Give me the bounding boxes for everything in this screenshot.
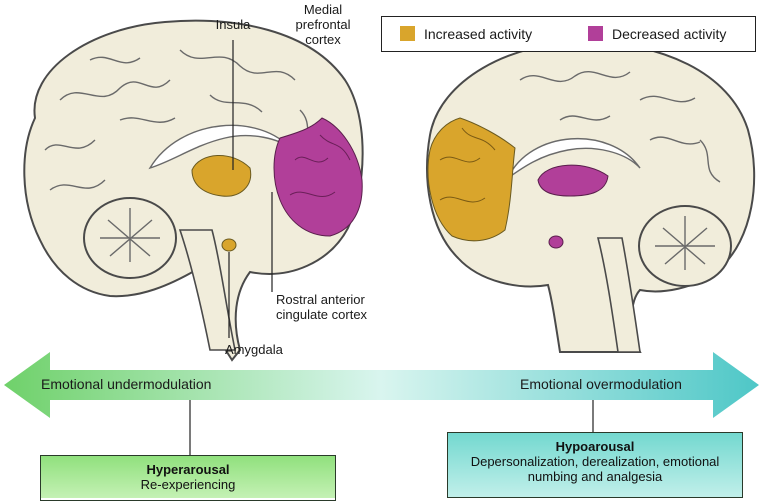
label-mpfc-line1: Medial [278,2,368,17]
label-mpfc-line2: prefrontal [278,17,368,32]
label-racc-line2: cingulate cortex [276,307,416,322]
right-cerebellum [639,206,731,286]
hyperarousal-title: Hyperarousal [41,462,335,477]
label-amygdala: Amygdala [225,342,283,357]
right-insula-region [538,165,608,196]
right-brain [427,42,754,352]
label-racc-line1: Rostral anterior [276,292,416,307]
legend-increased-swatch [400,26,415,41]
label-mpfc: Medial prefrontal cortex [278,2,368,47]
legend-decreased-label: Decreased activity [612,26,726,42]
left-amygdala-region [222,239,236,251]
hypoarousal-text: Depersonalization, derealization, emotio… [448,454,742,484]
hyperarousal-text: Re-experiencing [41,477,335,492]
hypoarousal-title: Hypoarousal [448,439,742,454]
hypoarousal-box: Hypoarousal Depersonalization, derealiza… [447,432,743,498]
legend-increased-label: Increased activity [424,26,532,42]
label-mpfc-line3: cortex [278,32,368,47]
legend-decreased-swatch [588,26,603,41]
legend: Increased activity Decreased activity [381,16,756,52]
spectrum-right-label: Emotional overmodulation [520,376,682,392]
hyperarousal-box: Hyperarousal Re-experiencing [40,455,336,501]
spectrum-left-label: Emotional undermodulation [41,376,211,392]
label-insula: Insula [203,17,263,32]
right-amygdala-region [549,236,563,248]
left-cerebellum [84,198,176,278]
label-racc: Rostral anterior cingulate cortex [276,292,416,322]
